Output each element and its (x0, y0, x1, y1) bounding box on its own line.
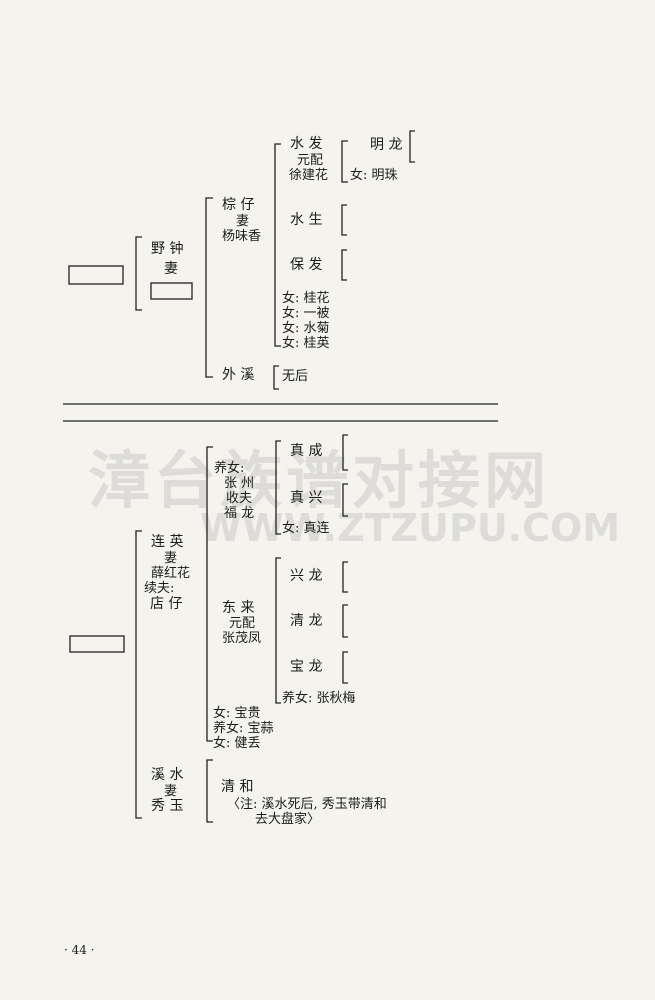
t2-s2-child-4: 养女: 张秋梅 (282, 691, 356, 706)
t1-g1-spouse: 徐建花 (289, 168, 329, 183)
t1-son1-spouse-label: 妻 (236, 214, 250, 229)
t2-gen2c-note-1: 〈注: 溪水死后, 秀玉带清和 (227, 797, 387, 812)
spouse-box-1 (150, 282, 193, 300)
bracket-gen2c (206, 759, 213, 823)
t2-s2-child-2: 清 龙 (290, 613, 323, 629)
t2-gen2c-note-2: 去大盘家〉 (255, 812, 321, 827)
bracket-s1c (275, 440, 281, 535)
t2-s1-extra-label: 收夫 (226, 491, 253, 506)
t1-g1-child-1: 明 龙 (370, 137, 403, 153)
t2-s2-child-3: 宝 龙 (290, 659, 323, 675)
bracket-g3 (341, 249, 347, 281)
t2-s2-spouse-label: 元配 (229, 616, 256, 631)
bracket-s2c1 (342, 561, 348, 593)
bracket-son2 (273, 365, 279, 390)
bracket-s2c2 (342, 604, 348, 638)
bracket-g1c (341, 140, 348, 183)
t2-s1-child-2: 真 兴 (290, 490, 323, 506)
t1-son2-note: 无后 (282, 369, 309, 384)
t2-s1-name: 张 州 (224, 476, 255, 491)
watermark-chinese: 漳台族谱对接网 (88, 444, 551, 517)
root-box-1 (68, 265, 124, 285)
t2-s2-name: 东 来 (222, 600, 255, 616)
t2-s1-label: 养女: (214, 461, 245, 476)
t2-s3-2: 养女: 宝蒜 (213, 721, 274, 736)
t1-son2-name: 外 溪 (222, 367, 255, 383)
t2-s2-spouse: 张茂凤 (222, 631, 262, 646)
bracket-gen3 (274, 143, 281, 347)
bracket-s2c (275, 557, 281, 704)
watermark-url: WWW.ZTZUPU.COM (200, 506, 621, 550)
bracket-g2 (341, 204, 347, 236)
bracket-gen2 (205, 197, 213, 378)
root-box-2 (69, 635, 125, 653)
bracket-gen1 (135, 236, 142, 311)
bracket-t2-gen2 (206, 446, 213, 742)
t2-gen2-spouse-label: 妻 (164, 784, 178, 799)
bracket-s1c1 (342, 434, 348, 471)
t1-son1-name: 棕 仔 (222, 197, 255, 213)
t1-gen1-spouse: 妻 (164, 261, 178, 277)
bracket-t2-gen1 (135, 530, 142, 819)
t2-s1-extra: 福 龙 (224, 506, 255, 521)
t2-gen2c-name: 清 和 (221, 779, 254, 795)
t2-gen1-spouse: 薛红花 (151, 566, 191, 581)
t2-s1-child-1: 真 成 (290, 443, 323, 459)
bracket-s1c2 (342, 483, 348, 517)
t2-s1-child-3: 女: 真连 (282, 521, 330, 536)
t1-son1-spouse: 杨味香 (222, 229, 262, 244)
t2-gen1-name: 连 英 (151, 534, 184, 550)
t1-g1-name: 水 发 (290, 136, 323, 152)
bracket-s2c3 (342, 651, 348, 684)
t2-s3-3: 女: 健丢 (213, 736, 261, 751)
t1-g2-name: 水 生 (290, 212, 323, 228)
t1-g1-child-2: 女: 明珠 (350, 168, 398, 183)
t2-s2-child-1: 兴 龙 (290, 568, 323, 584)
t2-s3-1: 女: 宝贵 (213, 706, 261, 721)
t1-daughter-2: 女: 一被 (282, 306, 330, 321)
t1-daughter-1: 女: 桂花 (282, 291, 330, 306)
t1-gen1-name: 野 钟 (151, 241, 184, 257)
bracket-g1c1 (409, 130, 415, 163)
t1-g1-spouse-label: 元配 (297, 153, 324, 168)
t2-gen1-extra-label: 续夫: (144, 581, 175, 596)
t1-daughter-3: 女: 水菊 (282, 321, 330, 336)
t2-gen2-name: 溪 水 (151, 767, 184, 783)
page-number: · 44 · (64, 943, 95, 957)
t2-gen1-extra: 店 仔 (150, 596, 183, 612)
t2-gen1-spouse-label: 妻 (164, 551, 178, 566)
t1-daughter-4: 女: 桂英 (282, 336, 330, 351)
t1-g3-name: 保 发 (290, 257, 323, 273)
t2-gen2-spouse: 秀 玉 (151, 798, 184, 814)
